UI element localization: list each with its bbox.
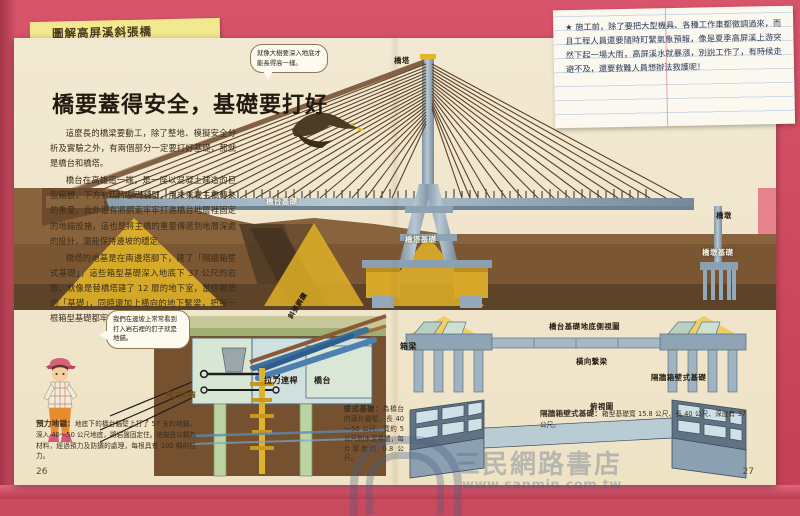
speech-bubble-anchor-text: 我們在邊坡上常常看到打入岩石裡的釘子就是地錨。 [113, 315, 177, 343]
stay-cables-left [79, 63, 427, 199]
body-paragraph-1: 這麼長的橋梁要動工，除了整地、模擬安全分析及實驗之外，有兩個部分一定要打好基礎，… [50, 128, 236, 169]
caption-diaphragm-foundation-title: 隔牆箱壁式基礎： [540, 409, 603, 418]
page-number-right: 27 [742, 467, 754, 477]
label-abutment: 橋台 [314, 376, 331, 385]
page-gutter [390, 38, 400, 485]
page-title: 橋要蓋得安全，基礎要打好 [52, 93, 329, 118]
body-paragraph-2: 橋台在高雄這一端，是一座以混凝土建造的巨型箱體，下方有兩片基礎牆壁，用來乘載主橋… [50, 175, 236, 246]
light-cone-left [54, 218, 224, 306]
foundation-views-panel [405, 316, 747, 479]
tower-foundation-blocks [362, 260, 492, 308]
bird-illustration [292, 112, 365, 148]
bridge-deck [44, 198, 694, 206]
side-view-left [405, 321, 493, 393]
label-plan-view: 俯視圖 [590, 402, 614, 411]
plan-view-left [409, 399, 485, 479]
label-underground-side-view: 橋台基礎地底側視圖 [549, 322, 621, 331]
label-pier-foundation: 橋墩基礎 [702, 248, 734, 257]
binder-bottom-edge [0, 485, 800, 499]
label-tower-foundation: 橋塔基礎 [405, 235, 437, 244]
wall-foundation-a [213, 403, 227, 477]
label-pier: 橋墩 [716, 211, 732, 220]
incoming-stay-cables [249, 314, 387, 381]
light-cone-mid [264, 223, 364, 306]
caption-wall-foundation-text: 為橋台的兩片牆壁，長 40～50 公尺、寬約 5 公尺的水泥牆體，每片厚度約 0… [344, 405, 405, 463]
caption-wall-foundation-title: 壁式基礎： [344, 405, 383, 413]
label-tension-link: 拉力連桿 [264, 376, 298, 385]
speech-bubble-tree-text: 就像大樹要深入地底才能長得高一樣。 [257, 49, 321, 67]
label-prestress-anchor-callout: 預力地錨 [166, 391, 196, 399]
caption-prestress-anchor-text: 地底下的橋台錨壁上打了 57 支的地錨，深入 40～50 公尺地底，將岩盤固定住… [36, 420, 196, 461]
caption-wall-foundation: 壁式基礎：為橋台的兩片牆壁，長 40～50 公尺、寬約 5 公尺的水泥牆體，每片… [344, 404, 404, 464]
binder-spine [0, 0, 18, 499]
tower-cap [420, 54, 436, 59]
side-view-right [659, 321, 747, 393]
plan-connecting-slab [483, 417, 673, 449]
label-box-girder: 箱梁 [400, 342, 417, 351]
abutment-block [42, 188, 110, 226]
caption-prestress-anchor: 預力地錨：地底下的橋台錨壁上打了 57 支的地錨，深入 40～50 公尺地底，將… [36, 418, 196, 462]
body-text-column: 這麼長的橋梁要動工，除了整地、模擬安全分析及實驗之外，有兩個部分一定要打好基礎，… [50, 126, 236, 328]
caption-diaphragm-foundation-text: 箱型基礎寬 15.8 公尺、長 40 公尺、深度有 37 公尺。 [540, 410, 746, 430]
stay-cables-right [431, 63, 683, 199]
abutment-detail-panel [99, 314, 387, 477]
label-transverse-beam: 橫向繫梁 [576, 357, 608, 366]
girl-character [43, 358, 78, 442]
label-diaphragm-foundation: 隔牆箱壁式基礎 [651, 373, 707, 382]
ground-anchors [99, 381, 193, 443]
prestress-anchor-column [250, 368, 274, 474]
speech-bubble-anchor-analogy: 我們在邊坡上常常看到打入岩石裡的釘子就是地錨。 [99, 310, 190, 349]
caption-diaphragm-foundation: 隔牆箱壁式基礎：箱型基礎寬 15.8 公尺、長 40 公尺、深度有 37 公尺。 [540, 408, 746, 431]
sticky-note: ★ 施工前，除了要把大型機具、各種工作車都徵調過來，而且工程人員還要隨時盯緊氣象… [552, 5, 796, 129]
page-number-left: 26 [36, 467, 48, 477]
label-abutment-foundation: 橋台基礎 [266, 197, 298, 206]
label-tower: 橋塔 [394, 56, 410, 65]
sticky-note-text: ★ 施工前，除了要把大型機具、各種工作車都徵調過來，而且工程人員還要隨時盯緊氣象… [565, 17, 782, 75]
speech-bubble-tree-analogy: 就像大樹要深入地底才能長得高一樣。 [250, 44, 328, 81]
pier-assembly [700, 206, 738, 300]
caption-prestress-anchor-title: 預力地錨： [36, 419, 75, 428]
plan-view-right [671, 399, 747, 479]
